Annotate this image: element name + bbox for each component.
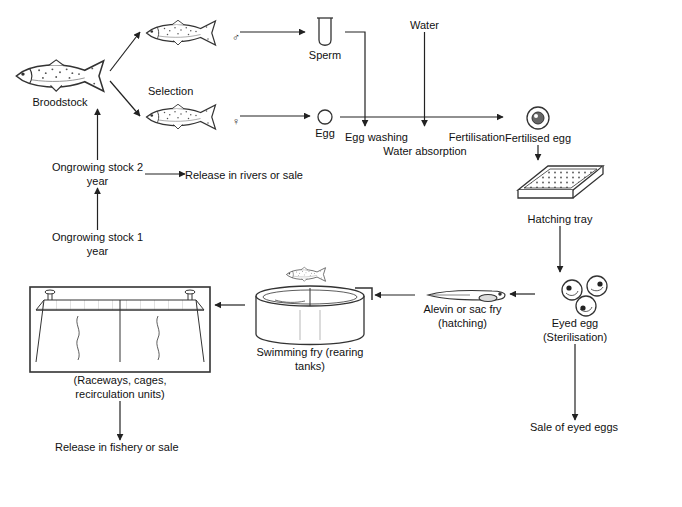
node-label: Egg washing (345, 130, 408, 144)
stage-node: Swimming fry (rearing tanks) (245, 265, 375, 373)
broodstock-fish (16, 60, 103, 91)
flow-arrow (510, 293, 535, 294)
flow-arrow (240, 115, 310, 116)
edge-label: Selection (146, 84, 195, 98)
node-label: Swimming fry (rearing tanks) (245, 345, 375, 373)
male-fish (147, 20, 216, 45)
node-label: ♂ (140, 30, 240, 44)
stage-node: Ongrowing stock 2 year (50, 160, 145, 188)
flow-arrow (110, 32, 140, 71)
flow-arrow (345, 32, 365, 126)
stage-node: Hatching tray (515, 160, 605, 226)
stage-node: Ongrowing stock 1 year (50, 230, 145, 258)
rearing-tank (256, 286, 372, 345)
node-label: Egg (310, 126, 340, 140)
flow-arrow (375, 294, 415, 295)
flow-arrow (119, 401, 120, 440)
node-label: Water absorption (345, 144, 505, 158)
node-label: Sale of eyed eggs (530, 420, 618, 434)
stage-node: Egg (310, 108, 340, 140)
node-label: Broodstock (10, 95, 110, 109)
stage-node: Release in fishery or sale (55, 440, 179, 454)
stage-node: ♀ (140, 100, 240, 128)
node-label: Ongrowing stock 1 year (50, 230, 145, 258)
stage-node: Eyed egg (Sterilisation) (535, 272, 615, 344)
flow-arrow (574, 344, 575, 420)
node-label: Alevin or sac fry (hatching) (415, 302, 510, 330)
stage-node: ♂ (140, 16, 240, 44)
flow-arrow (340, 116, 503, 117)
stage-node: Sperm (305, 18, 345, 62)
sperm-tube (317, 18, 333, 45)
stage-node: Alevin or sac fry (hatching) (415, 288, 510, 330)
node-label: ♀ (140, 114, 240, 128)
label-row: Egg washing Fertilisation (345, 130, 505, 144)
flow-arrow (97, 188, 98, 230)
flow-arrow (537, 145, 538, 160)
node-label: Eyed egg (Sterilisation) (535, 316, 615, 344)
stage-node: Broodstock (10, 55, 110, 109)
hatching-tray (518, 166, 603, 198)
flow-arrow (559, 226, 560, 272)
node-label: Ongrowing stock 2 year (50, 160, 145, 188)
stage-node: (Raceways, cages, recirculation units) (25, 285, 215, 401)
raceway-unit (30, 287, 210, 372)
stage-node: Water (410, 18, 439, 32)
alevin-symbol (428, 290, 505, 301)
flow-arrow (240, 31, 305, 32)
stage-node: Release in rivers or sale (185, 168, 303, 182)
node-label: Hatching tray (515, 212, 605, 226)
flow-arrow (97, 109, 98, 160)
flow-arrow (424, 32, 425, 126)
female-fish (147, 104, 216, 129)
flow-arrow (215, 304, 245, 305)
node-label: Release in fishery or sale (55, 440, 179, 454)
fry-fish (286, 267, 325, 281)
stage-node: Sale of eyed eggs (530, 420, 618, 434)
stage-node: Fertilised egg (503, 105, 573, 145)
stage-node: Egg washing FertilisationWater absorption (345, 126, 505, 158)
node-label: (Raceways, cages, recirculation units) (60, 373, 180, 401)
node-label: Fertilisation (449, 130, 505, 144)
egg-symbol (318, 110, 332, 124)
node-label: Fertilised egg (503, 131, 573, 145)
flow-arrow (145, 173, 185, 174)
flow-arrow (110, 81, 140, 116)
fertilised-egg-symbol (527, 107, 549, 129)
node-label: Sperm (305, 48, 345, 62)
node-label: Water (410, 18, 439, 32)
node-label: Release in rivers or sale (185, 168, 303, 182)
eyed-egg-symbol (562, 276, 607, 316)
